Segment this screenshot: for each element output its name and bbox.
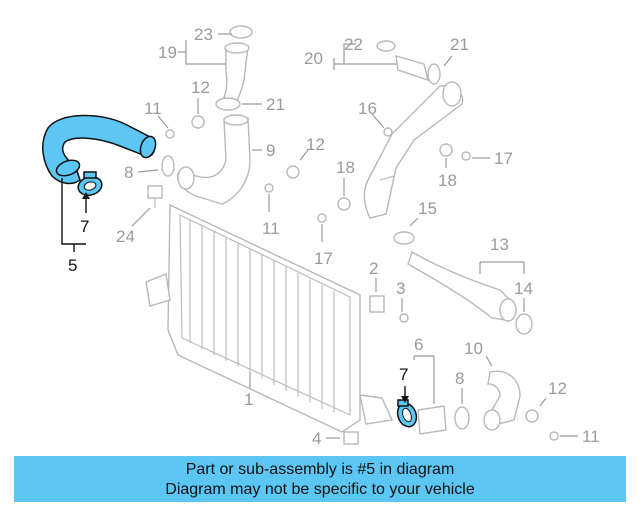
callout-3: 3 [396,279,405,298]
callout-22: 22 [344,35,363,54]
info-banner: Part or sub-assembly is #5 in diagram Di… [14,456,626,502]
clamp-23 [229,25,253,39]
bolt-17-right [461,151,471,161]
parts-diagram: 1 7 5 7 19 23 12 21 11 [42,25,600,448]
callout-8-right: 8 [455,369,464,388]
grommet-18-center [337,197,351,211]
callout-8-left: 8 [124,163,133,182]
clamp-8-right [454,406,470,430]
sensor-24 [147,185,163,208]
callout-1: 1 [244,390,253,409]
callout-23: 23 [194,25,213,44]
hose-end-inlet [55,159,81,177]
pipe-9 [176,114,251,205]
clamp-21-upper [427,63,441,85]
callout-21-mid: 21 [266,95,285,114]
clamp-8-left [161,155,175,177]
callout-24: 24 [116,227,135,246]
bolt-12-right [525,409,539,423]
callout-18-right: 18 [438,171,457,190]
callout-14: 14 [514,279,533,298]
callout-5: 5 [68,256,77,275]
callout-12-center: 12 [306,135,325,154]
callout-12-upper: 12 [191,78,210,97]
callout-20: 20 [304,49,323,68]
hose-13 [407,250,517,322]
bracket-2 [369,295,385,313]
callout-17-center: 17 [314,249,333,268]
bolt-12-upper [191,115,205,129]
callout-15: 15 [418,199,437,218]
callout-19: 19 [158,43,177,62]
clamp-21-mid [215,97,241,111]
pipe-10 [483,370,521,431]
callout-12-right: 12 [548,379,567,398]
hose-end-outlet [139,135,157,159]
bolt-17-center [317,213,327,223]
pipe-16 [363,81,464,219]
bolt-11-left [165,129,175,139]
callout-6: 6 [414,335,423,354]
clamp-14 [515,313,533,335]
banner-line-2: Diagram may not be specific to your vehi… [165,481,475,498]
callout-11-right: 11 [582,427,600,446]
callout-17-right: 17 [494,149,513,168]
callout-11-left: 11 [144,99,162,118]
clamp-22 [376,40,396,52]
callout-13: 13 [490,235,509,254]
bolt-16 [383,127,393,137]
bolt-3 [399,313,409,323]
clamp-15 [393,231,415,245]
hose-20 [395,55,429,82]
bolt-11-right [549,431,559,441]
callout-4: 4 [312,429,321,448]
callout-7-right: 7 [399,365,408,384]
callout-2: 2 [369,259,378,278]
callout-10: 10 [464,339,483,358]
grommet-4 [343,431,359,445]
hose-6 [417,405,447,435]
callout-9: 9 [266,141,275,160]
banner-line-1: Part or sub-assembly is #5 in diagram [185,461,455,478]
clamp-highlighted-left[interactable] [76,171,104,198]
callout-11-center: 11 [262,219,280,238]
intercooler-core [145,203,394,433]
clamp-highlighted-right[interactable] [394,399,419,429]
callout-18-center: 18 [336,158,355,177]
bolt-11-center [264,183,274,193]
grommet-18-right [439,143,453,157]
bolt-12-center [286,165,300,179]
callout-16: 16 [358,99,377,118]
callout-7-left: 7 [80,217,89,236]
callout-21-upper: 21 [450,35,469,54]
